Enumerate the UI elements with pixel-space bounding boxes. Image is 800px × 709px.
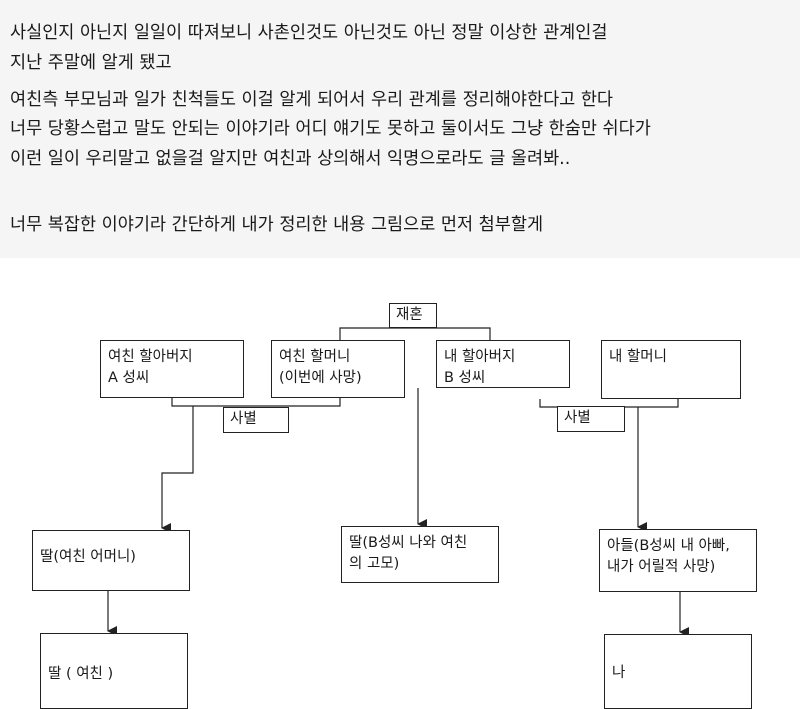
node-gf-grandmother: 여친 할머니 (이번에 사망) xyxy=(271,340,405,398)
node-text: 여친 할머니 xyxy=(279,349,351,365)
family-diagram: 재혼 사별 사별 여친 할아버지 A 성씨 여친 할머니 (이번에 사망) 내 … xyxy=(0,258,800,709)
bereaved-label-right: 사별 xyxy=(557,406,625,432)
node-text: B 성씨 xyxy=(444,370,486,386)
node-gf-mother: 딸(여친 어머니) xyxy=(32,530,190,591)
node-text: 내 할아버지 xyxy=(444,349,516,365)
node-text: 내 할머니 xyxy=(609,349,667,365)
post-text: 사실인지 아닌지 일일이 따져보니 사촌인것도 아닌것도 아닌 정말 이상한 관… xyxy=(0,0,800,258)
node-text: 의 고모) xyxy=(349,556,400,572)
post-line: 너무 복잡한 이야기라 간단하게 내가 정리한 내용 그림으로 먼저 첨부할게 xyxy=(10,215,544,235)
node-my-grandmother: 내 할머니 xyxy=(601,340,741,399)
node-text: 여친 할아버지 xyxy=(108,349,193,365)
node-my-father: 아들(B성씨 내 아빠, 내가 어릴적 사망) xyxy=(599,529,757,592)
node-text: 딸 ( 여친 ) xyxy=(48,666,114,682)
node-text: 딸(B성씨 나와 여친 xyxy=(349,535,468,551)
post-line: 이런 일이 우리말고 없을걸 알지만 여친과 상의해서 익명으로라도 글 올려봐… xyxy=(10,149,571,169)
node-aunt: 딸(B성씨 나와 여친 의 고모) xyxy=(341,526,499,583)
connector-gf-mother xyxy=(161,406,194,533)
post-line: 사실인지 아닌지 일일이 따져보니 사촌인것도 아닌것도 아닌 정말 이상한 관… xyxy=(10,23,608,43)
node-gf: 딸 ( 여친 ) xyxy=(40,633,188,709)
node-text: 딸(여친 어머니) xyxy=(40,549,136,565)
post-line: 여친측 부모님과 일가 친척들도 이걸 알게 되어서 우리 관계를 정리해야한다… xyxy=(10,90,614,110)
post-line: 지난 주말에 알게 됐고 xyxy=(10,53,172,73)
node-text: 나 xyxy=(612,665,626,681)
post-line: 너무 당황스럽고 말도 안되는 이야기라 어디 얘기도 못하고 둘이서도 그냥 … xyxy=(10,119,651,139)
node-my-grandfather: 내 할아버지 B 성씨 xyxy=(436,340,570,388)
node-me: 나 xyxy=(604,634,752,709)
bereaved-left-bracket xyxy=(171,398,341,407)
remarriage-bracket xyxy=(339,327,491,340)
node-text: A 성씨 xyxy=(108,370,150,386)
bereaved-label-left: 사별 xyxy=(223,407,289,433)
node-text: (이번에 사망) xyxy=(279,370,362,386)
node-text: 내가 어릴적 사망) xyxy=(607,559,716,575)
node-text: 아들(B성씨 내 아빠, xyxy=(607,538,730,554)
node-gf-grandfather: 여친 할아버지 A 성씨 xyxy=(100,340,244,398)
remarriage-label: 재혼 xyxy=(389,303,437,328)
